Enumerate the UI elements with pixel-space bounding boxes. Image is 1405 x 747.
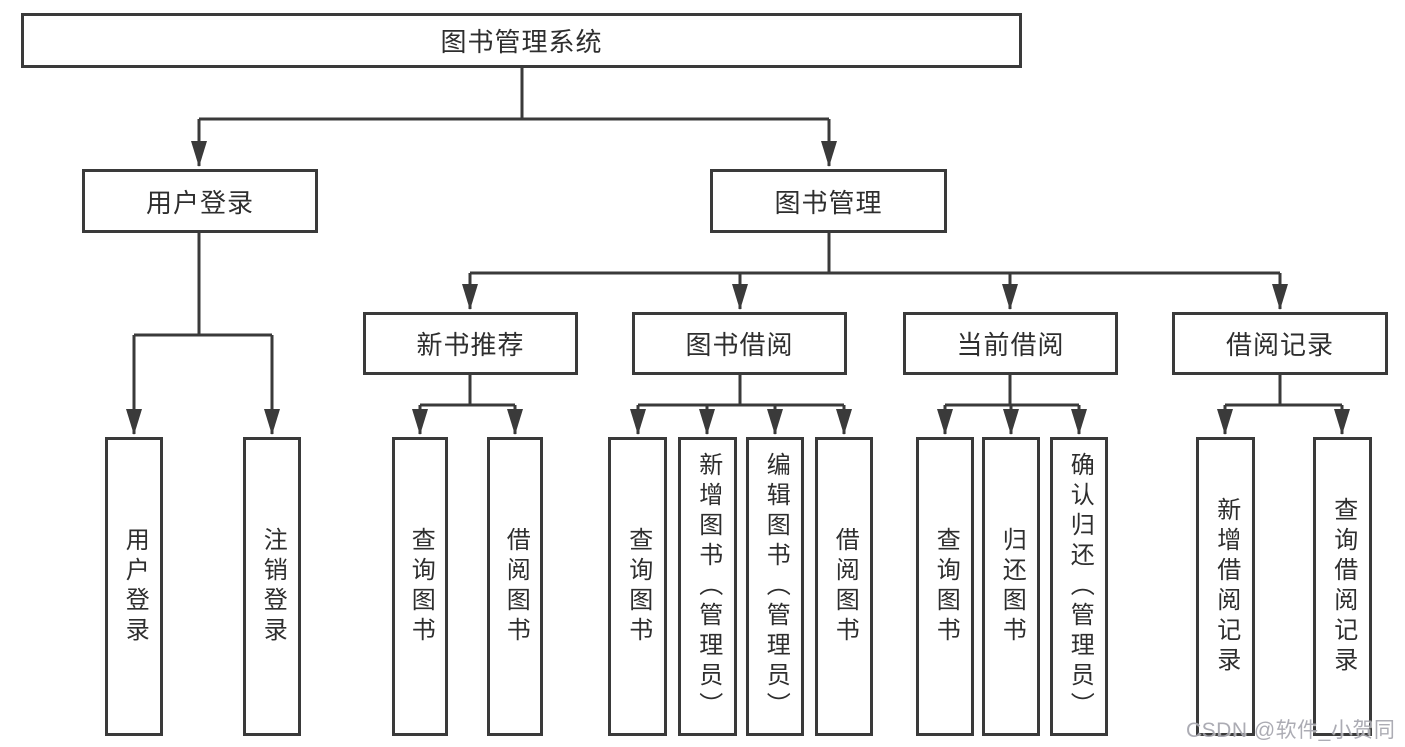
node-label: 查询图书 <box>407 526 435 647</box>
node-label: 查询图书 <box>624 526 652 647</box>
leaf-query-borrow-record: 查询借阅记录 <box>1313 437 1372 736</box>
node-label: 图书借阅 <box>685 330 794 360</box>
leaf-return-books: 归还图书 <box>982 437 1040 736</box>
node-label: 查询图书 <box>932 526 960 647</box>
leaf-borrow-books: 借阅图书 <box>815 437 873 736</box>
node-label: 注销登录 <box>259 526 287 647</box>
leaf-query-books-borrow: 查询图书 <box>608 437 667 736</box>
leaf-add-borrow-record: 新增借阅记录 <box>1196 437 1255 736</box>
node-label: 用户登录 <box>121 526 149 647</box>
leaf-add-books-admin: 新增图书（管理员） <box>678 437 737 736</box>
node-label: 新增图书（管理员） <box>694 451 722 722</box>
node-user-login: 用户登录 <box>82 169 318 233</box>
node-book-management: 图书管理 <box>710 169 947 233</box>
leaf-user-login: 用户登录 <box>105 437 163 736</box>
leaf-borrow-books-recommend: 借阅图书 <box>487 437 543 736</box>
node-label: 图书管理系统 <box>440 27 603 57</box>
node-book-borrow: 图书借阅 <box>632 312 847 375</box>
node-label: 新增借阅记录 <box>1212 496 1240 677</box>
connector-trunks <box>134 68 1342 407</box>
leaf-edit-books-admin: 编辑图书（管理员） <box>746 437 804 736</box>
leaf-confirm-return-admin: 确认归还（管理员） <box>1050 437 1108 736</box>
node-label: 借阅记录 <box>1225 330 1334 360</box>
node-label: 用户登录 <box>145 187 254 218</box>
node-borrow-records: 借阅记录 <box>1172 312 1388 375</box>
node-label: 图书管理 <box>774 187 883 218</box>
node-label: 查询借阅记录 <box>1329 496 1357 677</box>
node-label: 借阅图书 <box>502 526 530 647</box>
node-new-book-recommend: 新书推荐 <box>363 312 578 375</box>
node-library-management-system: 图书管理系统 <box>21 13 1022 68</box>
node-label: 归还图书 <box>998 526 1026 647</box>
leaf-query-books-recommend: 查询图书 <box>392 437 448 736</box>
node-label: 当前借阅 <box>956 330 1065 360</box>
node-label: 编辑图书（管理员） <box>762 451 790 722</box>
node-label: 确认归还（管理员） <box>1066 451 1094 722</box>
leaf-query-books-current: 查询图书 <box>916 437 974 736</box>
leaf-logout: 注销登录 <box>243 437 301 736</box>
node-label: 借阅图书 <box>831 526 859 647</box>
node-current-borrow: 当前借阅 <box>903 312 1118 375</box>
csdn-watermark: CSDN @软件_小贺同学 <box>1186 719 1396 742</box>
node-label: 新书推荐 <box>416 330 525 360</box>
